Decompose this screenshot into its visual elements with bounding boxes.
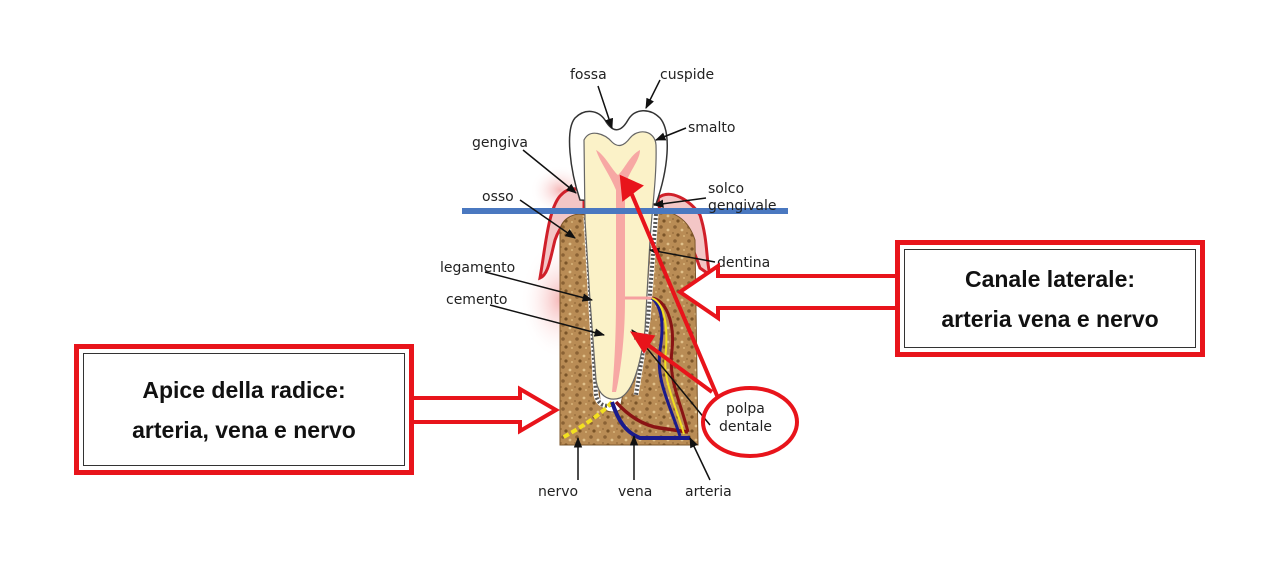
lateral-artery [651,296,690,433]
label-polpa-1: polpa [726,401,765,417]
label-arrows [484,79,716,481]
arrow-legamento [484,271,594,302]
red-arrow-crown-pulp [628,189,720,399]
arrow-dentina [648,247,716,263]
callout-lateral-canal: Canale laterale: arteria vena e nervo [895,240,1205,357]
lateral-vein [650,296,682,437]
callout-root-apex-line1: Apice della radice: [142,376,346,403]
arrow-osso [519,199,576,239]
callout-left-arrow [412,385,560,435]
label-legamento: legamento [440,260,515,276]
label-smalto: smalto [688,120,735,136]
callout-right-arrow [676,262,897,322]
label-arteria: arteria [685,484,732,500]
label-osso: osso [482,189,514,205]
callout-lateral-canal-line1: Canale laterale: [964,265,1136,292]
red-pointer-arrows [619,174,720,399]
arrow-arteria [689,437,711,481]
label-cemento: cemento [446,292,508,308]
label-nervo: nervo [538,484,578,500]
arrow-solco [652,197,707,208]
arrow-gengiva [522,149,577,194]
arrow-fossa [597,85,613,129]
red-arrowhead-crown-pulp [619,174,644,202]
arrow-smalto [655,127,687,141]
label-dentina: dentina [717,255,770,271]
label-vena: vena [618,484,652,500]
label-gengiva: gengiva [472,135,528,151]
red-arrow-root-pulp [642,340,714,394]
vein-line [610,401,690,440]
cementum-right [634,213,658,396]
callout-root-apex-line2: arteria, vena e nervo [132,416,356,443]
artery-line [614,400,689,434]
pulp [596,150,640,392]
callout-lateral-canal-inner: Canale laterale: arteria vena e nervo [904,249,1196,348]
callout-root-apex: Apice della radice: arteria, vena e nerv… [74,344,414,475]
polpa-highlight-circle [701,386,799,458]
lateral-nerve [651,297,685,435]
label-solco-1: solco [708,181,744,197]
label-fossa: fossa [570,67,607,83]
arrow-cuspide [645,79,661,109]
label-polpa-2: dentale [719,419,772,435]
label-cuspide: cuspide [660,67,714,83]
red-arrowhead-root-pulp [629,331,656,354]
arrow-cemento [489,304,606,337]
label-solco-2: gengivale [708,198,777,214]
nerve-line [561,400,614,440]
callout-lateral-canal-line2: arteria vena e nervo [941,305,1159,332]
callout-root-apex-inner: Apice della radice: arteria, vena e nerv… [83,353,405,466]
